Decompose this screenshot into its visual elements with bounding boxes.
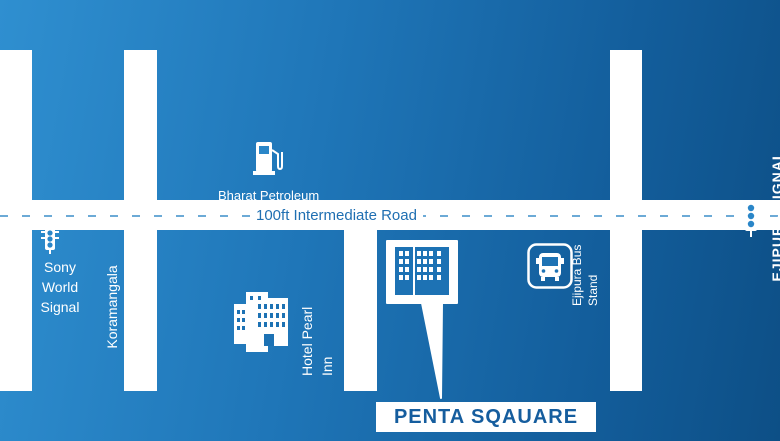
koramangala-label: Koramangala	[104, 265, 120, 349]
office-building-icon	[395, 247, 449, 295]
hotel-pearl-inn-label: Hotel Pearl Inn	[299, 306, 335, 376]
ejipura-signal-label: EJIPURA SIGNAL	[769, 150, 780, 282]
road-pearl-inn	[344, 230, 377, 391]
main-road-label: 100ft Intermediate Road	[250, 207, 423, 225]
penta-square-label: PENTA SQAUARE	[376, 402, 596, 432]
bharat-petroleum-label: Bharat Petroleum	[218, 188, 320, 203]
bus-icon	[527, 243, 573, 289]
fuel-pump-icon	[253, 142, 283, 175]
ejipura-bus-stand-label: Ejipura Bus Stand	[570, 244, 600, 306]
traffic-light-icon	[41, 228, 59, 254]
sony-world-signal-label: Sony World Signal	[40, 259, 80, 315]
hotel-building-icon	[234, 292, 288, 352]
traffic-light-icon	[740, 201, 762, 237]
